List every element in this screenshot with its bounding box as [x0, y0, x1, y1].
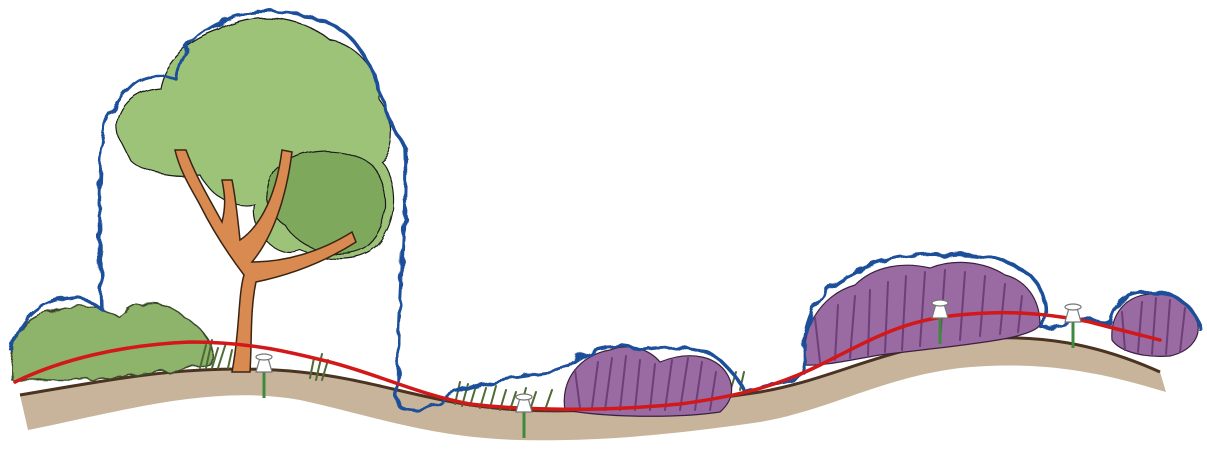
garden-scene [0, 0, 1207, 461]
